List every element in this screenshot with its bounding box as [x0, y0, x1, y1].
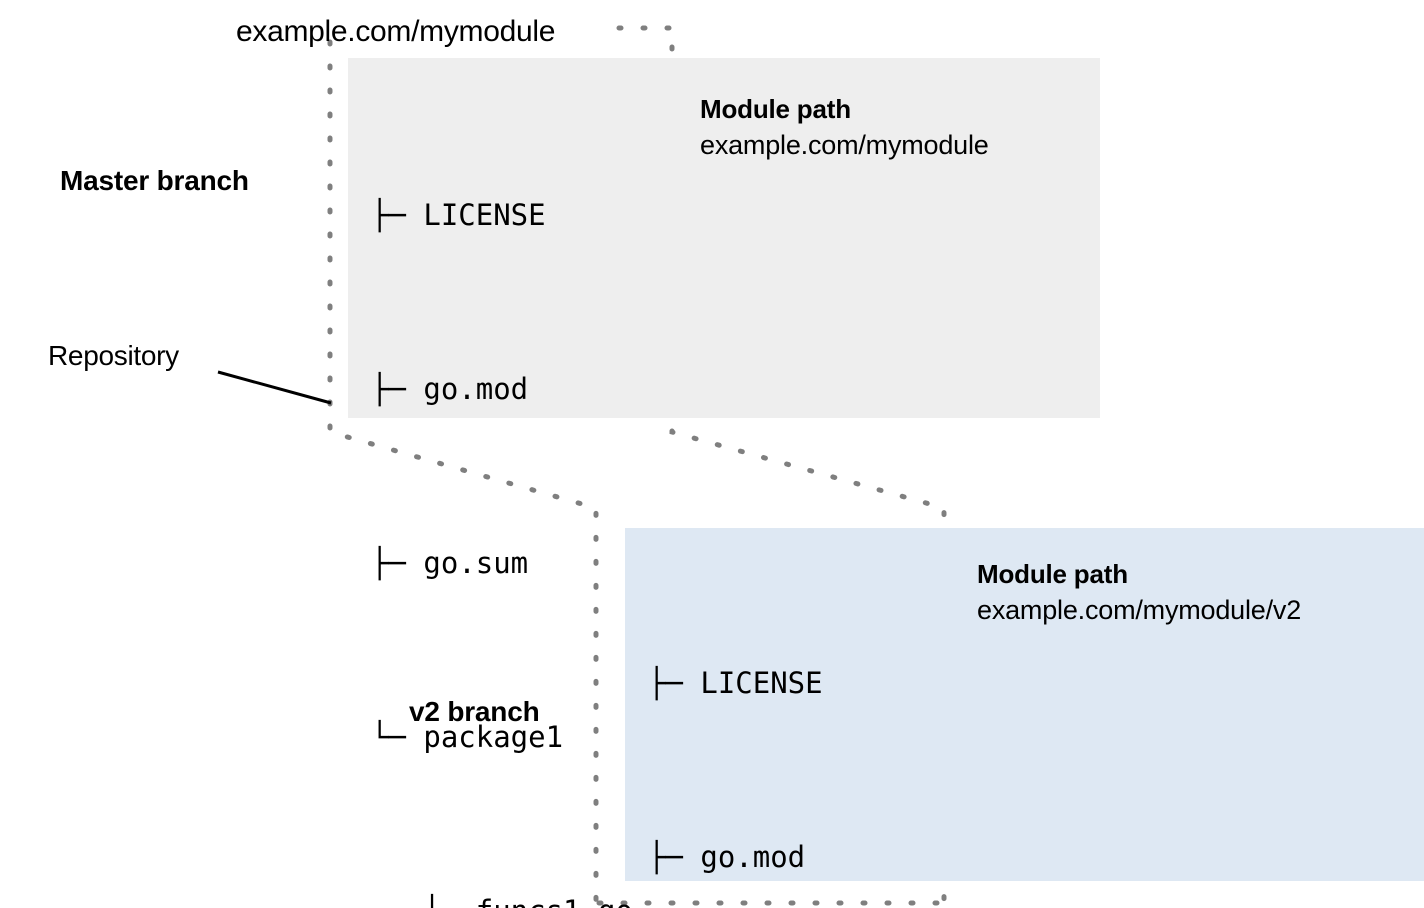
module-path-title: Module path	[700, 94, 851, 124]
master-branch-file-tree: ├─ LICENSE ├─ go.mod ├─ go.sum └─ packag…	[371, 70, 633, 908]
v2-branch-file-tree: ├─ LICENSE ├─ go.mod ├─ go.sum └─ packag…	[648, 538, 910, 908]
master-branch-panel	[348, 58, 1100, 418]
module-path-value: example.com/mymodule	[700, 130, 989, 160]
tree-row: ├─ funcs1.go	[371, 882, 633, 908]
tree-row: ├─ go.mod	[648, 840, 806, 874]
v2-branch-label: v2 branch	[409, 696, 540, 727]
tree-row: ├─ LICENSE	[371, 198, 546, 232]
tree-row: ├─ LICENSE	[648, 666, 823, 700]
repository-leader-line	[217, 370, 332, 405]
v2-module-path-callout: Module path example.com/mymodule/v2	[977, 557, 1301, 629]
master-module-path-callout: Module path example.com/mymodule	[700, 92, 989, 164]
module-path-value: example.com/mymodule/v2	[977, 595, 1302, 625]
tree-row: └─ package1	[371, 720, 564, 754]
tree-row: ├─ go.mod	[371, 372, 529, 406]
tree-row: ├─ go.sum	[371, 546, 529, 580]
repository-url-label: example.com/mymodule	[236, 15, 556, 48]
module-path-title: Module path	[977, 559, 1128, 589]
repository-label: Repository	[48, 340, 179, 371]
v2-branch-panel	[625, 528, 1424, 881]
master-branch-label: Master branch	[60, 165, 249, 196]
